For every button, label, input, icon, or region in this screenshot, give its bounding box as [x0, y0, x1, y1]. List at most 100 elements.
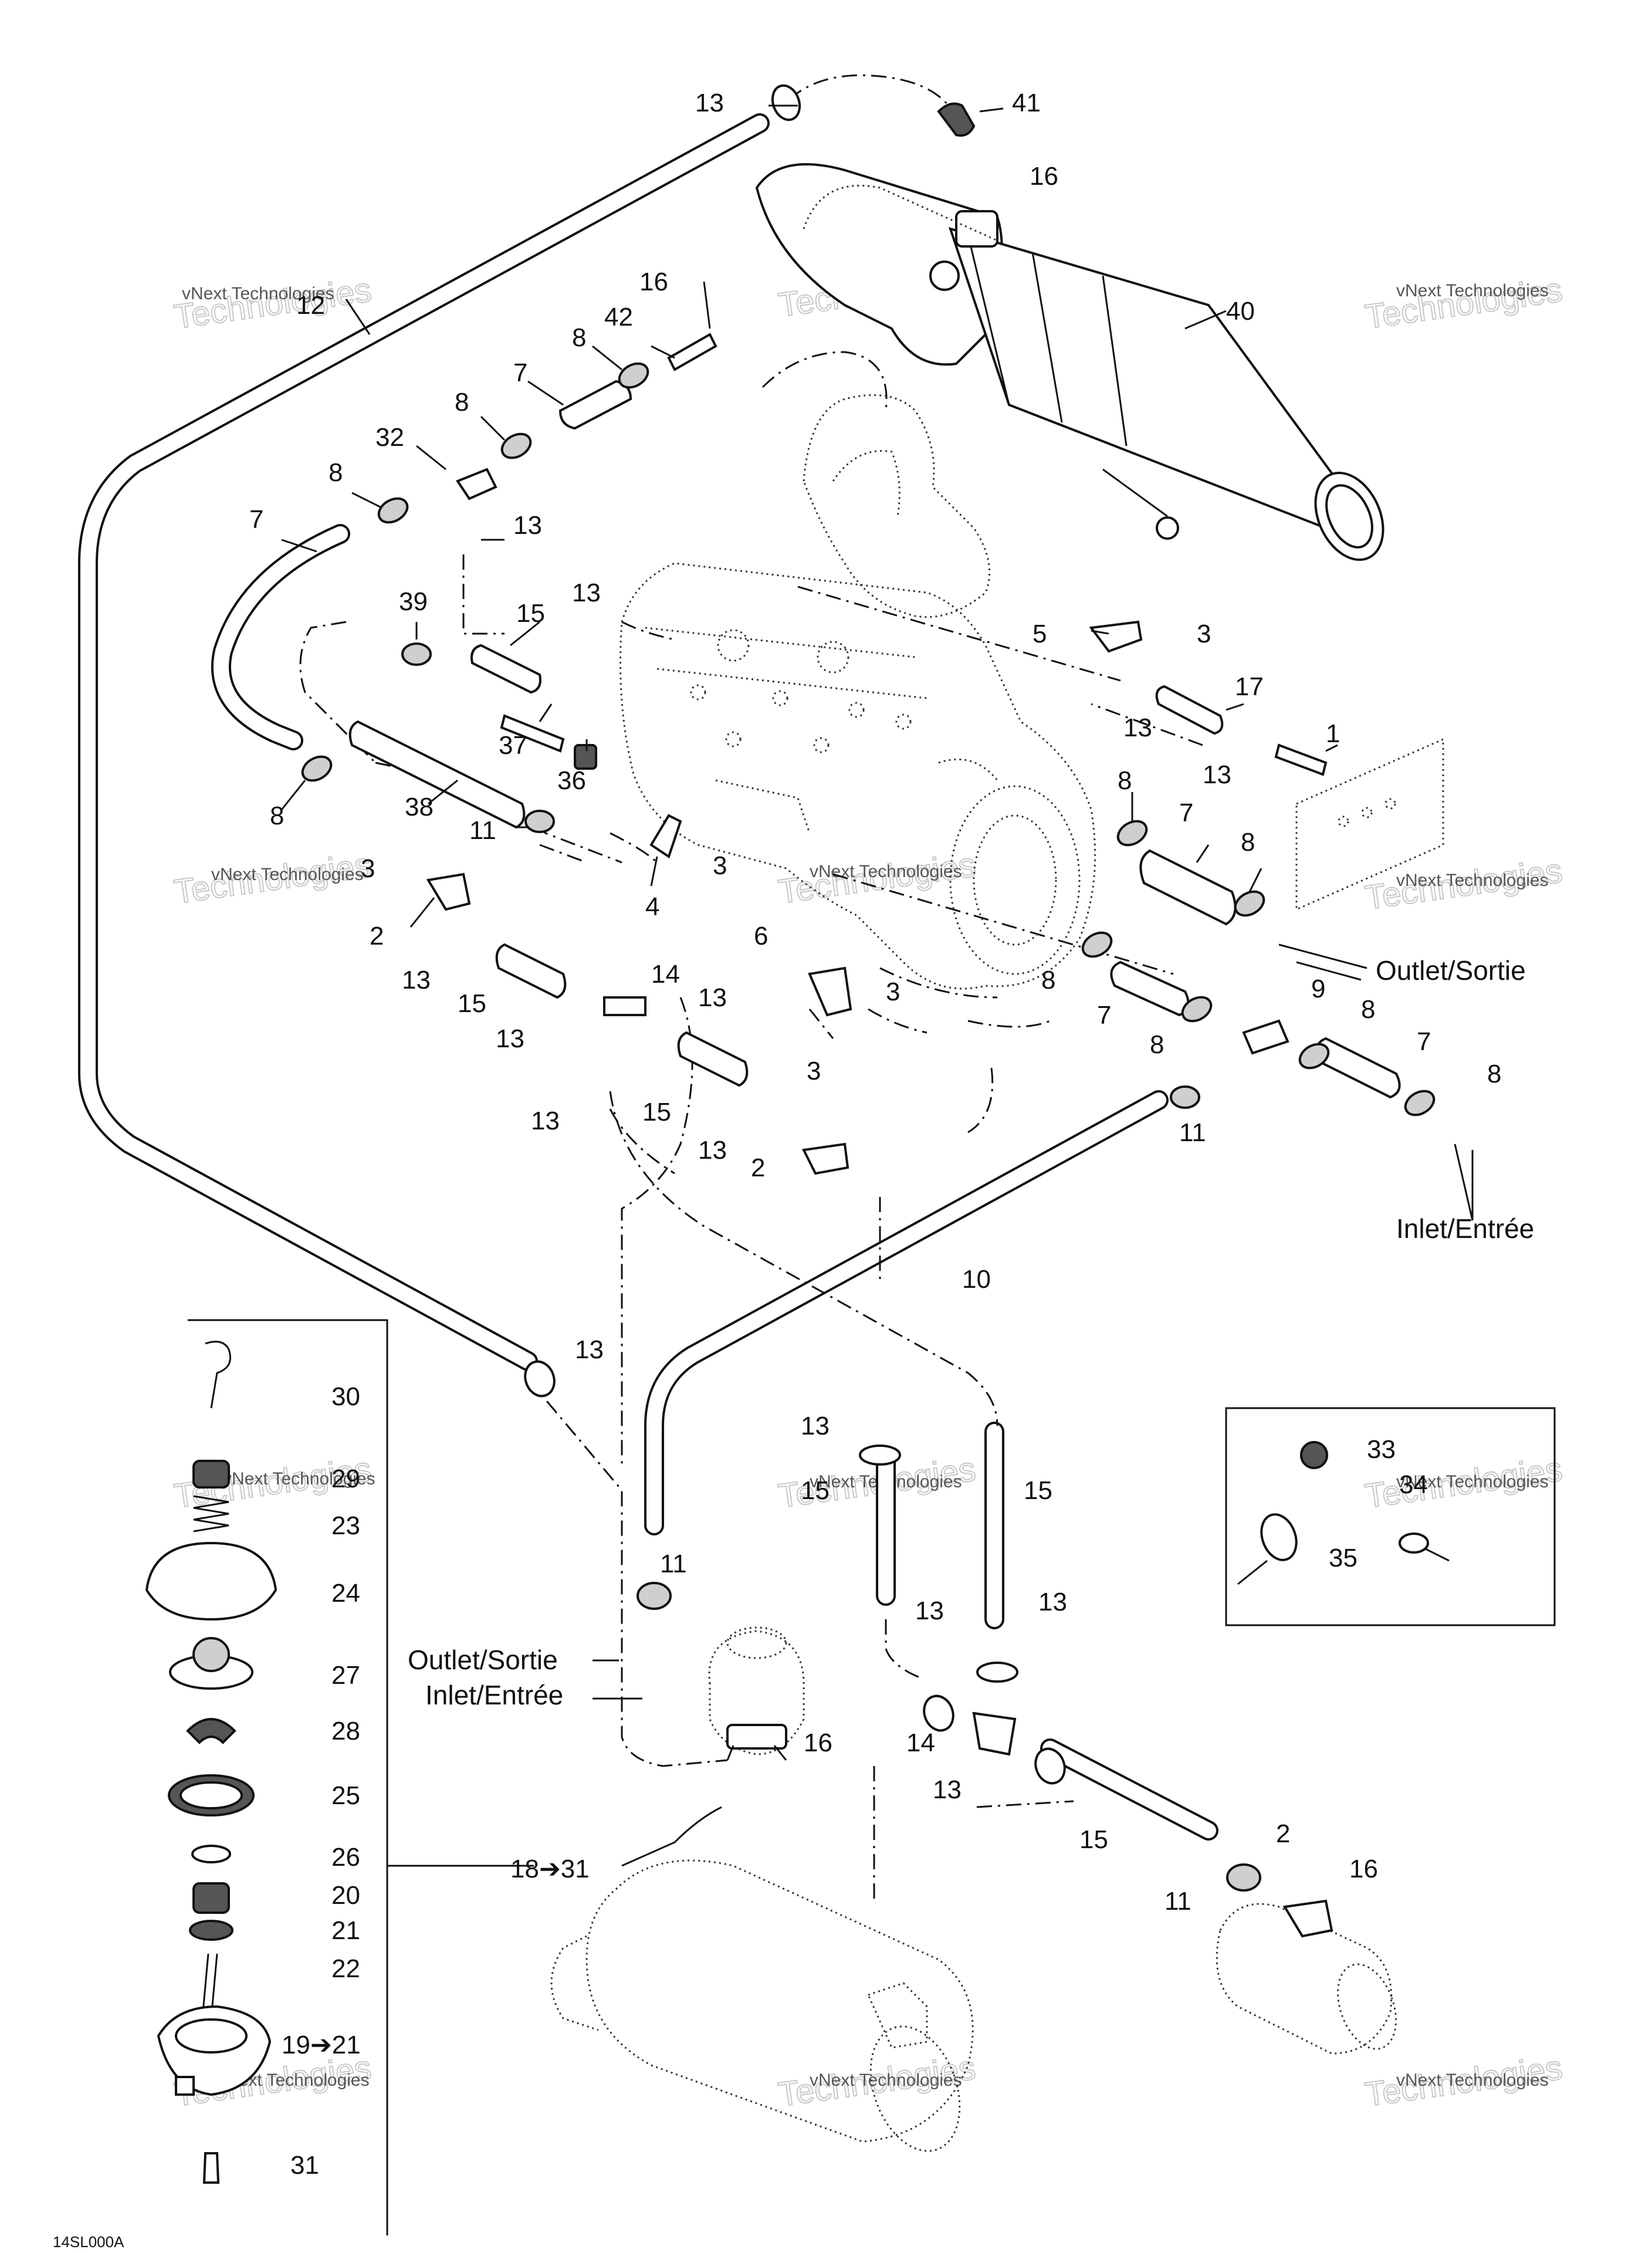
callout-8-g: 8 — [1041, 966, 1055, 994]
callout-24: 24 — [331, 1579, 360, 1608]
callout-7-c: 7 — [1179, 799, 1193, 827]
exhaust-manifold — [803, 394, 991, 618]
engine-block — [620, 562, 1096, 990]
callout-31: 31 — [290, 2151, 319, 2180]
callout-18-31: 18➔31 — [510, 1855, 590, 1883]
callout-10: 10 — [962, 1265, 991, 1294]
callout-13-j: 13 — [698, 1136, 727, 1165]
callout-7-a: 7 — [513, 358, 527, 387]
callout-2-b: 2 — [751, 1153, 765, 1182]
watermark-small-text: vNext Technologies — [1396, 871, 1549, 890]
hose-15-b — [495, 943, 567, 999]
callout-2-c: 2 — [1276, 1819, 1290, 1848]
callout-8-a: 8 — [572, 323, 586, 352]
callout-29: 29 — [331, 1464, 360, 1493]
watermark-small-text: vNext Technologies — [1396, 281, 1549, 300]
callout-35: 35 — [1329, 1544, 1358, 1572]
callout-13-f: 13 — [402, 966, 431, 994]
callout-14-b: 14 — [906, 1728, 935, 1757]
callout-2-a: 2 — [370, 922, 384, 950]
hose-12 — [78, 113, 770, 1371]
callout-16-a: 16 — [1030, 162, 1058, 191]
watermark-small-text: vNext Technologies — [810, 2071, 962, 2090]
callout-15-c: 15 — [642, 1098, 671, 1126]
callout-3-c: 3 — [713, 851, 727, 880]
hose-7-mid — [1139, 849, 1237, 926]
callout-13-o: 13 — [933, 1775, 962, 1804]
callout-30: 30 — [331, 1382, 360, 1411]
callout-11-d: 11 — [1164, 1887, 1191, 1916]
callout-26: 26 — [331, 1843, 360, 1872]
callout-17: 17 — [1235, 672, 1264, 701]
figure-code: 14SL000A — [53, 2233, 124, 2251]
callout-40: 40 — [1226, 297, 1255, 326]
callout-6: 6 — [754, 922, 768, 950]
callout-12: 12 — [296, 291, 325, 320]
outlet-label-engine: Outlet/Sortie — [1376, 955, 1526, 986]
callout-numbers: 13 41 16 12 16 40 42 8 7 8 32 8 7 13 13 … — [249, 89, 1501, 2180]
callout-19-21: 19➔21 — [282, 2031, 361, 2059]
hose-15-c — [677, 1031, 749, 1087]
callout-7-d: 7 — [1097, 1001, 1111, 1030]
callout-13-n: 13 — [1038, 1588, 1067, 1616]
watermark-small-text: vNext Technologies — [1396, 1472, 1549, 1491]
callout-21: 21 — [331, 1916, 360, 1945]
callout-8-e: 8 — [1118, 766, 1132, 795]
callout-13-l: 13 — [801, 1412, 830, 1440]
callout-15-a: 15 — [516, 599, 545, 628]
callout-13-g: 13 — [698, 983, 727, 1012]
callout-13-c: 13 — [572, 579, 601, 607]
callout-14-a: 14 — [651, 960, 680, 989]
outlet-label-regulator: Outlet/Sortie — [408, 1645, 558, 1675]
callout-13-b: 13 — [513, 511, 542, 540]
callout-42: 42 — [604, 303, 633, 331]
hose-15-lower-right — [1040, 1738, 1218, 1841]
hose-15-a — [470, 644, 541, 694]
callout-11-c: 11 — [660, 1550, 687, 1578]
callout-8-c: 8 — [329, 458, 343, 487]
callout-13-h: 13 — [496, 1024, 524, 1053]
hose-17 — [1155, 685, 1224, 735]
flow-labels: Outlet/Sortie Inlet/Entrée Outlet/Sortie… — [408, 955, 1534, 1710]
callout-8-f: 8 — [1241, 828, 1255, 857]
callout-8-b: 8 — [455, 388, 469, 417]
watermark-top-right: Technologies vNext Technologies — [1362, 270, 1565, 336]
callout-4: 4 — [645, 892, 659, 921]
callout-13-k: 13 — [575, 1335, 604, 1364]
watermark-small-text: vNext Technologies — [810, 862, 962, 881]
callout-22: 22 — [331, 1954, 360, 1983]
callout-15-f: 15 — [1079, 1825, 1108, 1854]
exhaust-pipe-40 — [755, 163, 1384, 561]
watermark-large-text: Technologies — [172, 270, 374, 336]
callout-23: 23 — [331, 1511, 360, 1540]
callout-1: 1 — [1326, 719, 1340, 748]
hose-7-left — [211, 524, 350, 750]
watermark-top-left: Technologies vNext Technologies — [171, 270, 374, 336]
callout-15-b: 15 — [458, 989, 486, 1018]
callout-39: 39 — [399, 587, 428, 616]
callout-15-e: 15 — [1024, 1476, 1052, 1505]
callout-15-d: 15 — [801, 1476, 830, 1505]
watermark-bottom-center: Technologies vNext Technologies — [776, 2048, 979, 2114]
callout-3-d: 3 — [886, 977, 900, 1006]
callout-37: 37 — [499, 731, 527, 760]
callout-11-b: 11 — [1179, 1118, 1206, 1147]
callout-8-j: 8 — [1487, 1060, 1501, 1088]
tailpipe — [1216, 1903, 1397, 2055]
callout-16-c: 16 — [804, 1728, 832, 1757]
callout-8-d: 8 — [270, 801, 284, 830]
fittings — [301, 84, 1436, 1938]
exploded-view-panel — [145, 1319, 534, 2235]
callout-28: 28 — [331, 1717, 360, 1745]
callout-13-e: 13 — [1203, 760, 1231, 789]
watermark-small-text: vNext Technologies — [182, 284, 334, 303]
callout-27: 27 — [331, 1661, 360, 1690]
callout-13-d: 13 — [1123, 713, 1152, 742]
hose-10 — [644, 1090, 1169, 1535]
callout-33: 33 — [1367, 1435, 1396, 1464]
callout-13-top: 13 — [695, 89, 724, 117]
watermark-small-text: vNext Technologies — [211, 865, 364, 884]
mounting-plate — [1295, 738, 1444, 911]
leader-lines — [280, 104, 1474, 1221]
callout-36: 36 — [557, 766, 586, 795]
